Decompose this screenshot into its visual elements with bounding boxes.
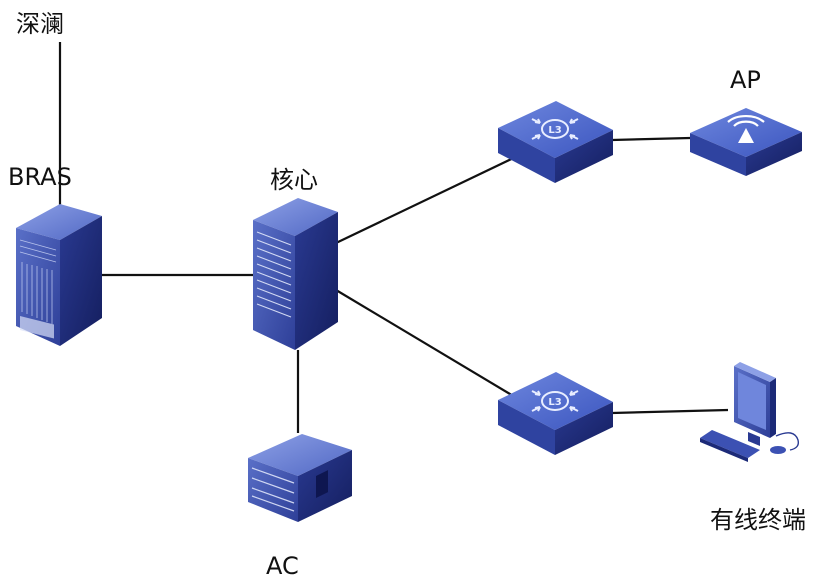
- link-switch-terminal: [611, 408, 729, 415]
- svg-text:L3: L3: [548, 125, 561, 136]
- core-switch-icon: [253, 198, 338, 350]
- access-controller-icon: [248, 434, 352, 522]
- terminal-label: 有线终端: [710, 506, 806, 534]
- svg-text:L3: L3: [548, 397, 561, 408]
- connection-lines: [58, 42, 729, 433]
- rack-server-icon: [16, 204, 102, 346]
- wireless-ap-icon: [690, 108, 802, 176]
- ac-label: AC: [266, 552, 299, 580]
- ap-label: AP: [730, 66, 761, 94]
- bras-label: BRAS: [8, 163, 72, 191]
- desktop-computer-icon: [700, 362, 800, 462]
- shenlan-label: 深澜: [16, 10, 64, 38]
- layer3-switch-icon: L3: [498, 372, 613, 455]
- core-label: 核心: [270, 166, 318, 194]
- link-switch-ap: [611, 136, 691, 142]
- link-core-switch-bottom: [335, 289, 521, 401]
- layer3-switch-icon: L3: [498, 101, 613, 183]
- link-core-switch-top: [335, 151, 527, 244]
